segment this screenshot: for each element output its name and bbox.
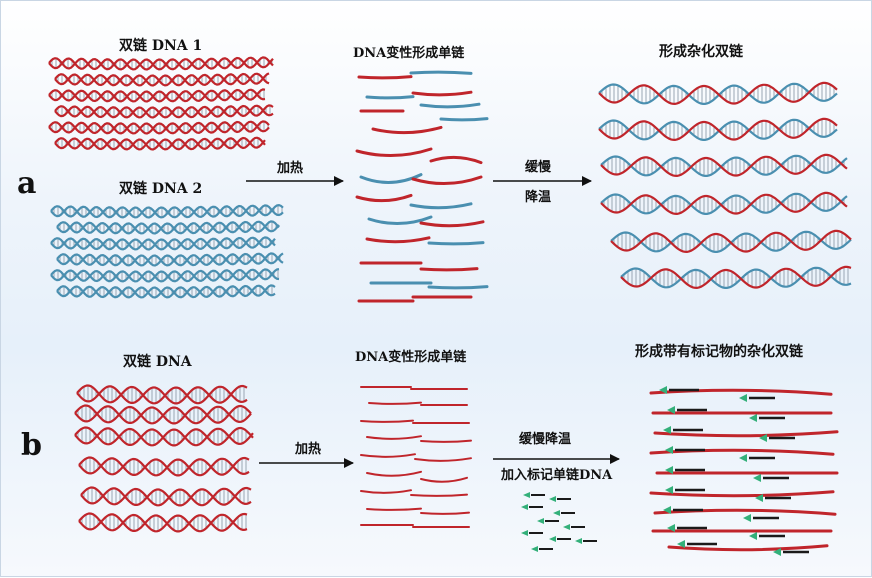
dna1-helix <box>49 57 273 69</box>
labeled-probe <box>521 504 543 510</box>
heat-label-a: 加热 <box>277 162 303 175</box>
single-strand <box>413 92 471 95</box>
cool-label-a-2: 降温 <box>525 191 551 204</box>
single-strand-b <box>369 403 421 404</box>
dna2-helix <box>51 237 275 249</box>
hybrid-helix <box>599 83 837 104</box>
dna2-helix <box>51 269 279 281</box>
hybrid-helix <box>601 193 847 214</box>
labeled-hybrid <box>655 426 837 442</box>
labeled-probe <box>549 536 571 542</box>
single-strand-b <box>421 441 471 442</box>
single-strand <box>421 104 479 107</box>
labeled-hybrid <box>657 466 837 482</box>
single-strands-a <box>357 72 487 301</box>
dna2-helix <box>51 205 283 217</box>
labeled-probe-cluster <box>521 492 597 552</box>
labeled-hybrid <box>653 524 831 540</box>
single-strand-b <box>421 513 469 514</box>
dna1-helix-stack <box>49 57 273 149</box>
dna2-helix-stack <box>51 205 283 297</box>
dna2-helix <box>57 253 283 265</box>
single-strand <box>421 222 483 226</box>
dna-helix-b <box>75 428 253 446</box>
dna1-helix <box>55 73 269 85</box>
single-strand <box>441 119 487 120</box>
dna1-label: 双链 DNA 1 <box>119 39 202 53</box>
single-strand <box>367 97 413 98</box>
single-strand <box>429 287 487 288</box>
single-strand <box>373 127 441 132</box>
labeled-probe <box>549 496 571 502</box>
single-strand <box>421 269 477 270</box>
hybrid-helix <box>601 155 847 176</box>
dna-helix-b <box>79 514 247 532</box>
dna-helix-b <box>79 458 249 476</box>
single-strand-b <box>361 421 413 422</box>
labeled-probe <box>575 538 597 544</box>
dna-helix-b <box>75 406 251 424</box>
labeled-probe <box>553 510 575 516</box>
dna1-helix <box>49 121 269 133</box>
labeled-hybrid <box>651 486 833 502</box>
cool-label-a-1: 缓慢 <box>525 161 551 174</box>
single-strand <box>429 243 483 244</box>
dna1-helix <box>55 105 273 117</box>
dna2-helix <box>57 221 279 233</box>
dna-label-b: 双链 DNA <box>123 355 192 369</box>
hybrid-helix <box>621 267 851 288</box>
labeled-probe <box>523 492 545 498</box>
single-strands-b <box>361 387 471 527</box>
hybrid-helix-stack <box>599 83 851 288</box>
dna1-helix <box>55 138 265 150</box>
hybrid-helix <box>611 231 851 252</box>
labeled-hybrid <box>651 386 831 402</box>
hybrid-label: 形成杂化双链 <box>659 45 743 59</box>
result-label: 形成带有标记物的杂化双链 <box>635 345 803 359</box>
labeled-probe <box>531 546 553 552</box>
single-strand <box>413 177 481 184</box>
cool-label-b: 缓慢降温 <box>519 433 571 446</box>
dna-helix-b <box>81 488 251 506</box>
labeled-hybrid-strands <box>651 386 837 556</box>
single-strand-b <box>411 495 467 496</box>
labeled-probe <box>563 524 585 530</box>
single-strand-b <box>421 478 467 482</box>
dna1-helix <box>49 89 265 101</box>
single-strand <box>359 77 411 78</box>
dna2-label: 双链 DNA 2 <box>119 182 202 196</box>
single-strand <box>411 204 471 208</box>
denature-label-a: DNA变性形成单链 <box>353 47 464 60</box>
panel-b-letter: b <box>21 431 42 461</box>
panel-a-letter: a <box>17 169 36 199</box>
single-strand <box>431 157 481 162</box>
labeled-probe <box>537 518 559 524</box>
single-strand <box>357 149 431 156</box>
single-strand-b <box>367 436 421 439</box>
dna-helix-b <box>77 386 247 404</box>
single-strand-b <box>361 454 415 457</box>
dna2-helix <box>57 285 275 297</box>
probe-label: 加入标记单链DNA <box>501 469 612 482</box>
single-strand <box>367 238 429 242</box>
single-strand-b <box>367 509 421 510</box>
dna-helix-stack-b <box>75 386 253 532</box>
single-strand-b <box>367 472 421 476</box>
labeled-probe <box>521 530 543 536</box>
single-strand-b <box>415 458 471 461</box>
labeled-hybrid <box>651 446 833 462</box>
single-strand <box>411 72 471 73</box>
single-strand-b <box>361 490 411 493</box>
single-strand <box>357 195 411 200</box>
denature-label-b: DNA变性形成单链 <box>355 351 466 364</box>
heat-label-b: 加热 <box>295 443 321 456</box>
labeled-hybrid <box>669 540 827 556</box>
hybrid-helix <box>599 119 837 140</box>
labeled-hybrid <box>655 506 835 522</box>
labeled-hybrid <box>653 406 831 422</box>
